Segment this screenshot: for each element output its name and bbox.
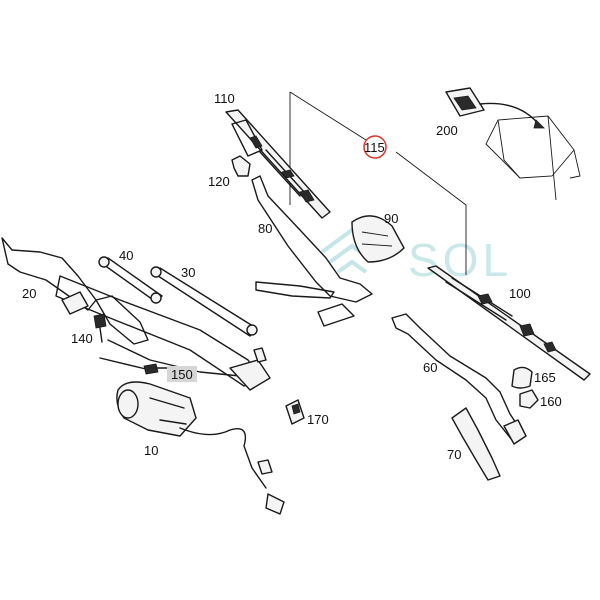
watermark: SOL: [320, 227, 512, 286]
part-label-60: 60: [423, 360, 437, 375]
wiper-arm-60: [391, 313, 527, 445]
clip-120: [231, 155, 251, 177]
part-label-140: 140: [71, 331, 93, 346]
link-rod-30: [150, 266, 258, 337]
wiper-motor-10: [116, 381, 285, 515]
part-label-120: 120: [208, 174, 230, 189]
watermark-text: SOL: [408, 234, 512, 286]
part-labels: 110 115 200 120 90 80 40 30 20 100 140 1…: [22, 91, 562, 462]
part-label-90: 90: [384, 211, 398, 226]
part-label-40: 40: [119, 248, 133, 263]
part-label-115: 115: [364, 140, 385, 155]
part-label-160: 160: [540, 394, 562, 409]
bracket-170: [285, 399, 305, 425]
part-label-165: 165: [534, 370, 556, 385]
windshield-outline: [485, 115, 581, 201]
highlight-circle-115: [363, 135, 387, 159]
nut-160: [519, 389, 539, 409]
cover-90: [351, 215, 405, 263]
part-label-150: 150: [171, 367, 193, 382]
cap-165: [511, 366, 533, 389]
part-label-30: 30: [181, 265, 195, 280]
link-rod-40: [98, 256, 163, 304]
linkage-frame-20: [1, 237, 271, 391]
part-label-170: 170: [307, 412, 329, 427]
leader-lines-115: [289, 91, 467, 275]
part-label-70: 70: [447, 447, 461, 462]
part-label-10: 10: [144, 443, 158, 458]
arm-cover-70: [451, 407, 501, 481]
part-label-110: 110: [214, 91, 235, 106]
wiper-blade-110: [225, 109, 331, 219]
label-box-150: [167, 366, 197, 382]
wiper-blade-100: [427, 265, 591, 381]
part-label-80: 80: [258, 221, 272, 236]
rain-sensor-200: [445, 87, 545, 129]
wiper-arm-80: [251, 175, 373, 327]
part-label-20: 20: [22, 286, 36, 301]
part-label-100: 100: [509, 286, 531, 301]
bolt-140: [93, 313, 107, 343]
screw-150: [143, 363, 171, 375]
part-label-200: 200: [436, 123, 458, 138]
